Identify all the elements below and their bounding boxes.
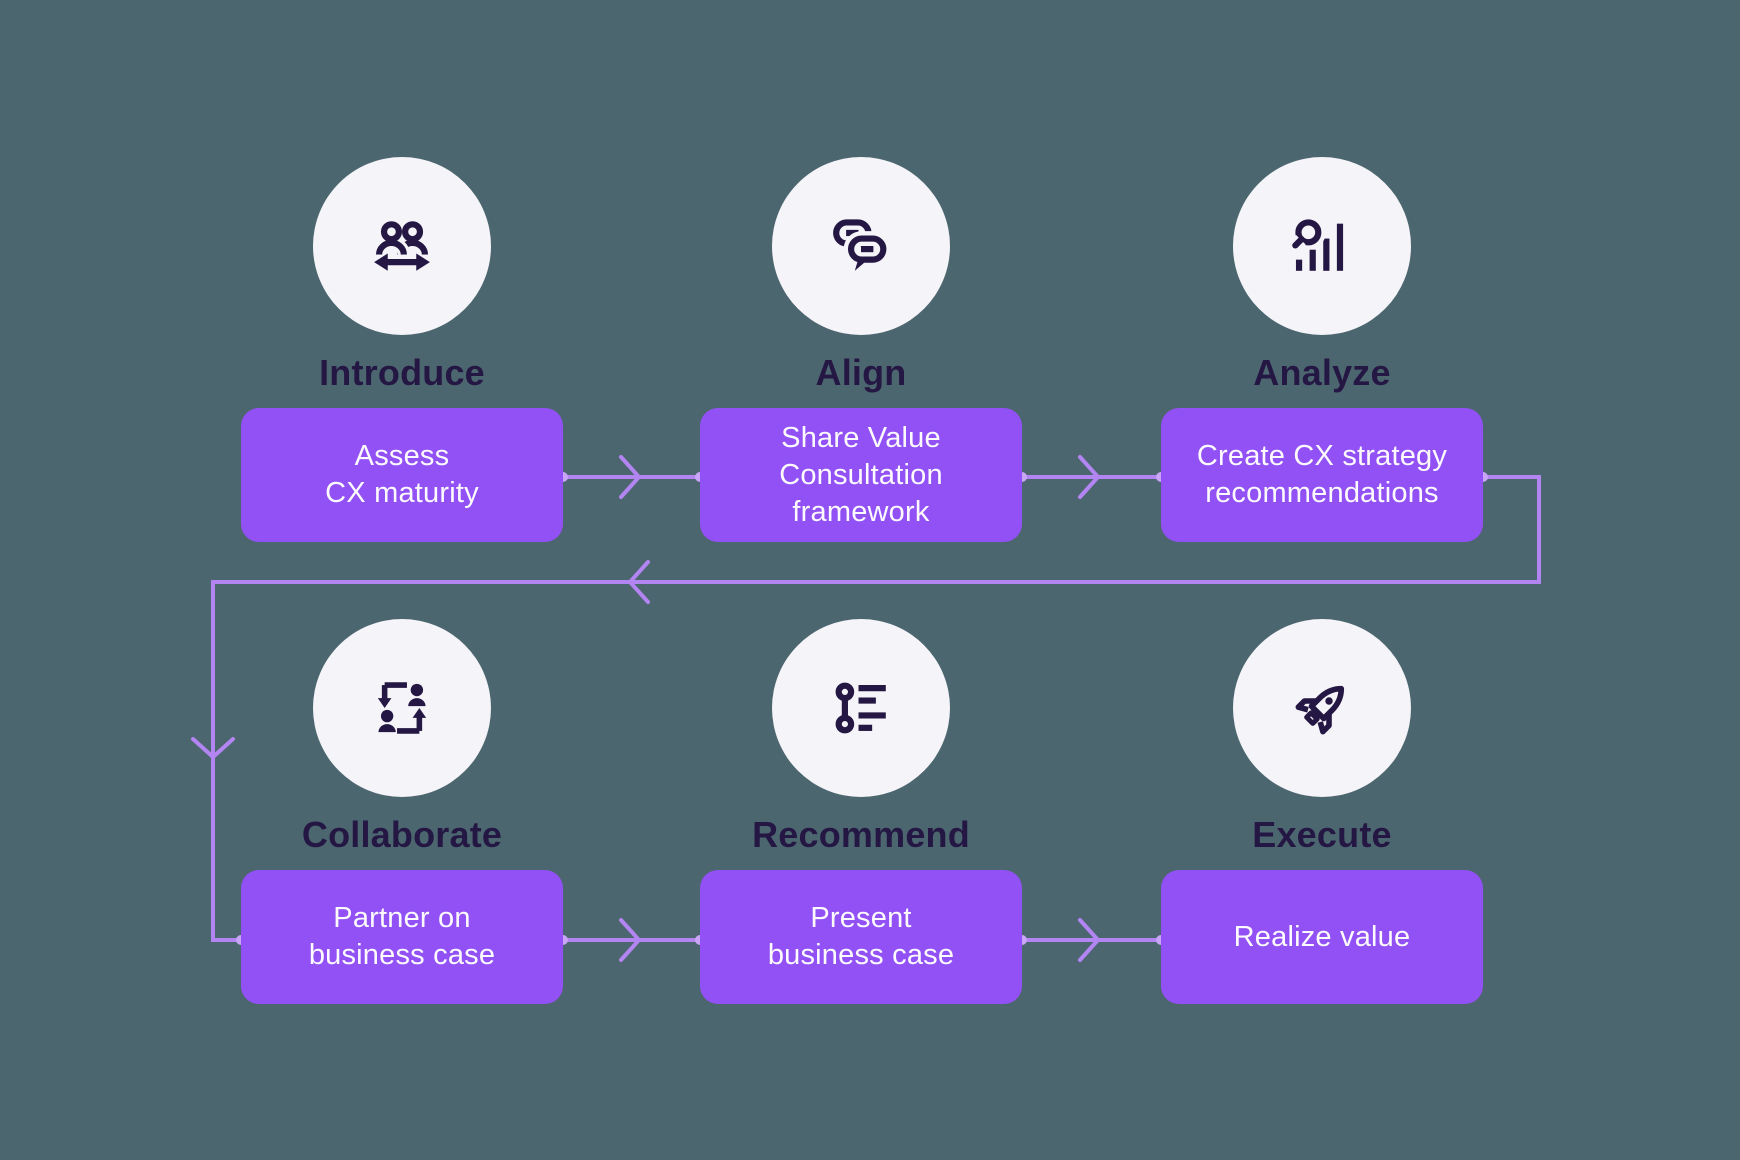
stage-execute: Execute Realize value	[1161, 619, 1483, 1004]
arrowhead-right-icon	[1078, 918, 1101, 962]
arrowhead-left-icon	[627, 560, 650, 604]
list-branch-icon	[835, 682, 886, 734]
stage-icon-circle	[1233, 157, 1411, 335]
chat-bubbles-icon	[833, 219, 891, 271]
stage-box-text: Realize value	[1233, 920, 1411, 953]
stage-box-partner-on-business-case: Partner on business case	[241, 870, 563, 1004]
stage-label: Collaborate	[301, 814, 503, 855]
stage-label: Execute	[1252, 814, 1392, 855]
stage-box-share-value-consultation-framework: Share Value Consultation framework	[700, 408, 1022, 542]
stage-recommend: Recommend Present business case	[700, 619, 1022, 1004]
stage-analyze: Analyze Create CX strategy recommendatio…	[1161, 157, 1483, 542]
stage-icon-circle	[313, 619, 491, 797]
stage-icon-circle	[1233, 619, 1411, 797]
stage-label: Align	[815, 352, 907, 393]
stage-box-present-business-case: Present business case	[700, 870, 1022, 1004]
arrowhead-down-icon	[191, 737, 235, 760]
stage-icon-circle	[772, 157, 950, 335]
stage-label: Recommend	[752, 814, 970, 855]
arrowhead-right-icon	[619, 455, 642, 499]
rocket-icon	[1295, 685, 1345, 735]
arrowhead-right-icon	[619, 918, 642, 962]
stage-box-create-cx-strategy-recommendations: Create CX strategy recommendations	[1161, 408, 1483, 542]
stage-box-assess-cx-maturity: Assess CX maturity	[241, 408, 563, 542]
people-cycle-icon	[377, 682, 427, 734]
people-exchange-icon	[372, 221, 430, 271]
stage-introduce: Introduce Assess CX maturity	[241, 157, 563, 542]
stage-box-text: Assess CX maturity	[325, 440, 479, 509]
stage-icon-circle	[772, 619, 950, 797]
stage-box-text: Create CX strategy recommendations	[1196, 440, 1448, 509]
stage-label: Analyze	[1253, 352, 1391, 393]
magnifier-bar-chart-icon	[1291, 215, 1344, 271]
stage-box-realize-value: Realize value	[1161, 870, 1483, 1004]
stage-align: Align Share Value Consultation framework	[700, 157, 1022, 542]
stage-box-text: Partner on business case	[308, 902, 496, 971]
stage-icon-circle	[313, 157, 491, 335]
arrowhead-right-icon	[1078, 455, 1101, 499]
stage-label: Introduce	[319, 352, 485, 393]
stage-box-text: Present business case	[767, 902, 955, 971]
stage-box-text: Share Value Consultation framework	[779, 421, 943, 528]
stage-collaborate: Collaborate Partner on business case	[241, 619, 563, 1004]
